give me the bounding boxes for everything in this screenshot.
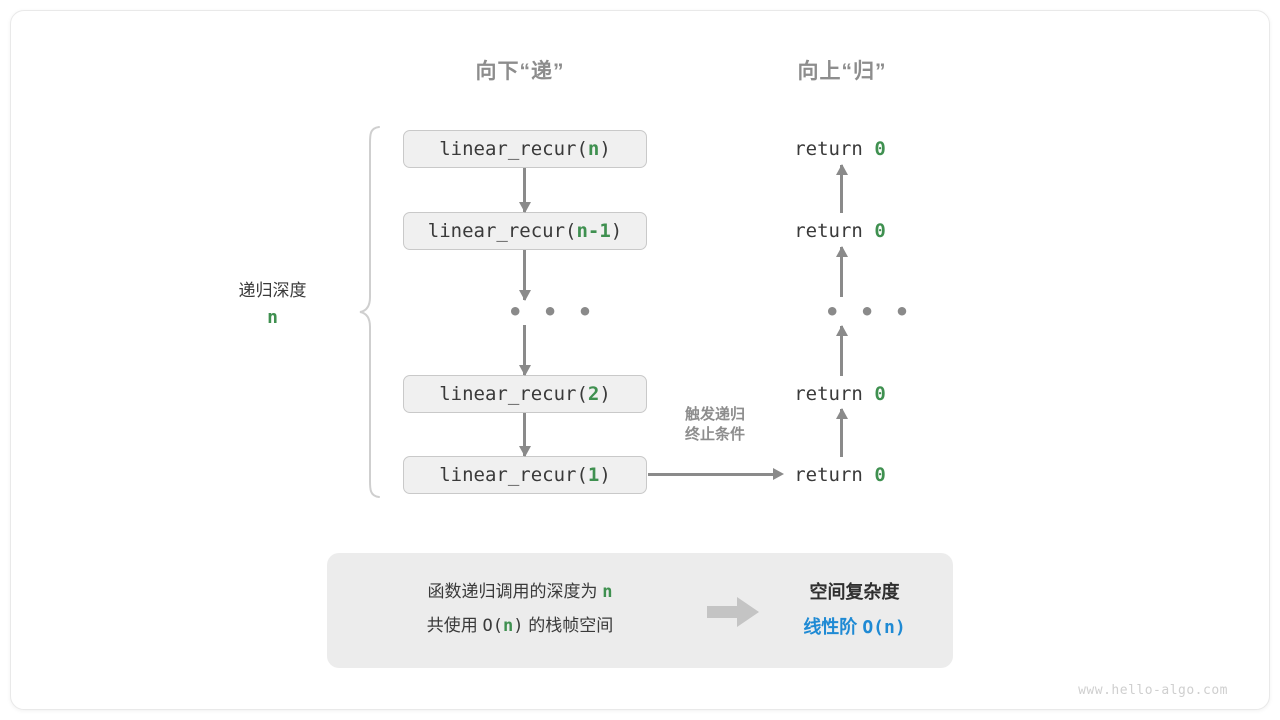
return-value: 0 xyxy=(874,220,886,242)
column-header-up: 向上“归” xyxy=(797,60,887,83)
call-frame-suffix: ) xyxy=(610,220,623,242)
down-arrow-icon xyxy=(518,325,531,376)
return-keyword: return xyxy=(794,220,863,242)
call-frame-box: linear_recur(1) xyxy=(403,456,647,494)
summary-line-2-d: 的栈帧空间 xyxy=(528,616,614,636)
call-stack-ellipsis: • • • xyxy=(508,298,596,326)
complexity-order-name: 线性阶 xyxy=(803,617,858,638)
termination-condition-label: 触发递归 终止条件 xyxy=(655,405,775,446)
return-statement: return 0 xyxy=(745,383,935,405)
return-ellipsis: • • • xyxy=(825,298,913,326)
complexity-title: 空间复杂度 xyxy=(809,582,900,602)
call-frame-prefix: linear_recur( xyxy=(427,220,577,242)
call-frame-arg: 1 xyxy=(587,464,600,486)
implies-arrow-icon xyxy=(707,597,759,627)
complexity-value: 线性阶 O(n) xyxy=(772,610,937,645)
return-statement: return 0 xyxy=(745,464,935,486)
return-value: 0 xyxy=(874,464,886,486)
summary-line-2: 共使用 O(n) 的栈帧空间 xyxy=(426,616,614,637)
call-frame-arg: 2 xyxy=(587,383,600,405)
call-frame-suffix: ) xyxy=(599,383,611,405)
return-keyword: return xyxy=(794,383,863,405)
termination-line-2: 终止条件 xyxy=(684,426,745,444)
block-arrow-glyph xyxy=(707,597,759,627)
return-value: 0 xyxy=(874,383,886,405)
summary-line-2-n: n xyxy=(502,616,514,637)
up-arrow-icon xyxy=(835,325,848,376)
call-frame-box: linear_recur(n) xyxy=(403,130,647,168)
summary-line-2-bigo-open: O( xyxy=(482,616,503,637)
summary-line-1-n: n xyxy=(602,582,613,602)
call-frame-arg: n xyxy=(587,138,600,160)
termination-line-1: 触发递归 xyxy=(684,406,745,423)
return-keyword: return xyxy=(794,464,863,486)
recursion-depth-label: 递归深度 n xyxy=(195,278,350,332)
call-frame-suffix: ) xyxy=(599,138,611,160)
down-arrow-icon xyxy=(518,413,531,457)
call-frame-prefix: linear_recur( xyxy=(439,464,588,486)
call-frame-arg: n-1 xyxy=(576,220,611,242)
return-value: 0 xyxy=(874,138,886,160)
summary-line-1: 函数递归调用的深度为 n xyxy=(427,582,613,602)
up-arrow-icon xyxy=(835,408,848,457)
depth-value: n xyxy=(267,307,278,329)
summary-line-2-a: 共使用 xyxy=(426,616,478,636)
right-arrow-icon xyxy=(648,467,784,480)
depth-text: 递归深度 xyxy=(238,281,307,300)
summary-description: 函数递归调用的深度为 n 共使用 O(n) 的栈帧空间 xyxy=(355,575,685,643)
up-arrow-icon xyxy=(835,164,848,213)
down-arrow-icon xyxy=(518,168,531,213)
return-statement: return 0 xyxy=(745,138,935,160)
complexity-summary-panel: 函数递归调用的深度为 n 共使用 O(n) 的栈帧空间 空间复杂度 线性阶 O(… xyxy=(327,553,953,668)
summary-conclusion: 空间复杂度 线性阶 O(n) xyxy=(772,575,937,645)
summary-line-2-bigo-close: ) xyxy=(513,616,524,637)
return-keyword: return xyxy=(794,138,863,160)
call-frame-suffix: ) xyxy=(599,464,611,486)
call-frame-box: linear_recur(2) xyxy=(403,375,647,413)
call-frame-box: linear_recur(n-1) xyxy=(403,212,647,250)
down-arrow-icon xyxy=(518,250,531,301)
call-frame-prefix: linear_recur( xyxy=(439,138,588,160)
recursion-depth-brace xyxy=(358,125,384,499)
watermark: www.hello-algo.com xyxy=(1078,683,1228,698)
up-arrow-icon xyxy=(835,246,848,297)
return-statement: return 0 xyxy=(745,220,935,242)
summary-line-1-text: 函数递归调用的深度为 xyxy=(427,582,598,601)
call-frame-prefix: linear_recur( xyxy=(439,383,588,405)
column-header-down: 向下“递” xyxy=(475,60,565,83)
complexity-bigo: O(n) xyxy=(862,617,906,639)
brace-icon xyxy=(359,126,380,498)
